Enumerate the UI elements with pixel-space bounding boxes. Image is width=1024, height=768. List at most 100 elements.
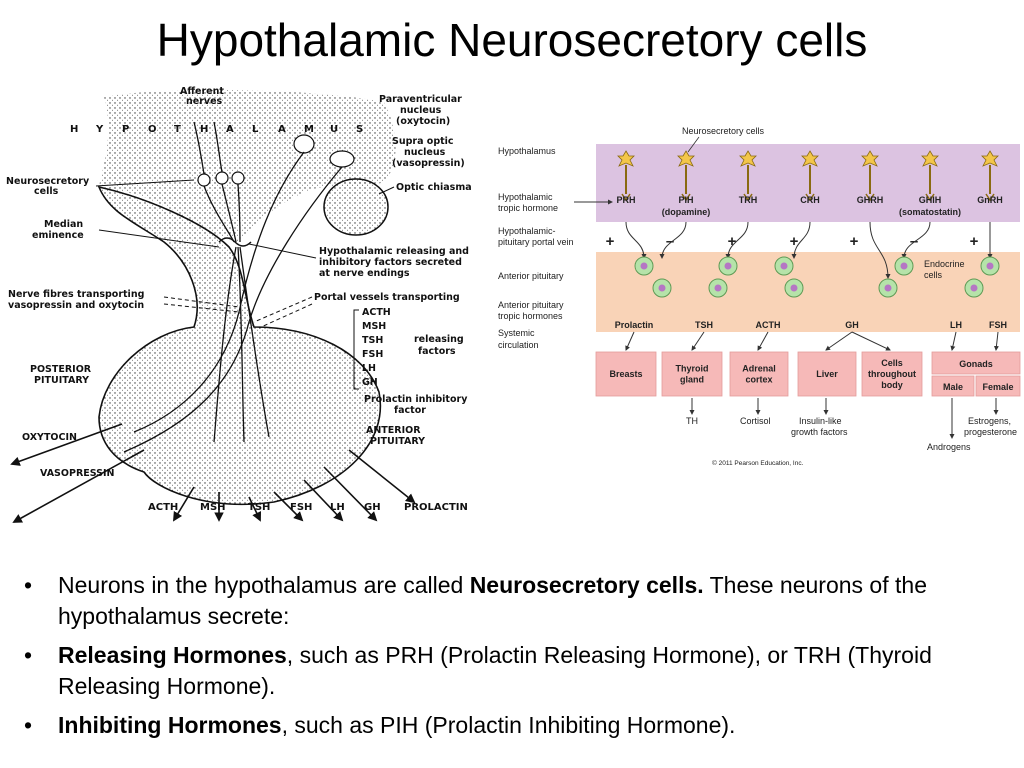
output-tsh: TSH: [248, 502, 270, 513]
svg-text:LH: LH: [362, 363, 376, 374]
product-igf: Insulin-like: [799, 416, 842, 426]
paraventricular-label: Paraventricular: [379, 94, 462, 105]
product-androgens: Androgens: [927, 442, 971, 452]
effect-sign: +: [790, 233, 799, 250]
optic-chiasma-shape: [323, 178, 389, 236]
hypothalamus-letter: Y: [95, 124, 104, 135]
target-thyroid-text: gland: [680, 375, 704, 385]
svg-text:Systemic: Systemic: [498, 328, 535, 338]
hypothalamic-hormone: GHIH: [919, 195, 942, 205]
hypothalamus-letter: A: [226, 124, 234, 135]
target-thyroid: [661, 351, 723, 397]
product-cortisol: Cortisol: [740, 416, 771, 426]
cell-nucleus: [970, 284, 978, 292]
target-liver: [797, 351, 857, 397]
cell-nucleus: [714, 284, 722, 292]
svg-text:pituitary portal vein: pituitary portal vein: [498, 237, 574, 247]
product-estrogens: Estrogens,: [968, 416, 1011, 426]
posterior-pituitary-label: POSTERIOR: [30, 364, 92, 375]
cell-nucleus: [780, 262, 788, 270]
hypothalamic-hormone-sub: (dopamine): [662, 207, 711, 217]
pituitary-hormone: TSH: [695, 320, 713, 330]
pituitary-hormone: FSH: [989, 320, 1007, 330]
hypothalamus-letter: L: [252, 124, 259, 135]
oxytocin-label: OXYTOCIN: [22, 432, 77, 443]
median-eminence-label: Median: [44, 219, 83, 230]
svg-text:PITUITARY: PITUITARY: [370, 436, 425, 447]
target-breasts-text: Breasts: [609, 369, 642, 379]
svg-text:MSH: MSH: [362, 321, 386, 332]
svg-text:releasing: releasing: [414, 334, 464, 345]
svg-text:factors: factors: [418, 346, 456, 357]
portal-arrow: [901, 221, 931, 259]
neurosecretory-label: Neurosecretory: [6, 176, 90, 187]
target-gonads: [931, 351, 1021, 375]
hypothalamus-letter: O: [148, 124, 157, 135]
svg-text:Endocrine: Endocrine: [924, 259, 965, 269]
optic-chiasma-label: Optic chiasma: [396, 182, 472, 193]
target-thyroid-text: Thyroid: [676, 364, 709, 374]
anterior-pituitary-label: ANTERIOR: [366, 425, 421, 436]
pituitary-hormone: Prolactin: [615, 320, 654, 330]
slide-title: Hypothalamic Neurosecretory cells: [156, 14, 868, 66]
target-cells-text: body: [881, 380, 903, 390]
svg-text:Anterior pituitary: Anterior pituitary: [498, 300, 564, 310]
cell-nucleus: [790, 284, 798, 292]
hypothalamic-hormone-sub: (somatostatin): [899, 207, 961, 217]
effect-sign: –: [666, 233, 674, 250]
afferent-label-2: nerves: [186, 96, 223, 107]
svg-text:ACTH: ACTH: [362, 307, 391, 318]
target-breasts: [595, 351, 657, 397]
pituitary-gland-shape: [97, 185, 382, 506]
bullet-list: Neurons in the hypothalamus are called N…: [22, 570, 1012, 749]
hypothalamus-letter: H: [200, 124, 208, 135]
output-msh: MSH: [200, 502, 226, 513]
hypothalamus-letter: U: [330, 124, 338, 135]
svg-text:tropic hormone: tropic hormone: [498, 203, 558, 213]
output-fsh: FSH: [290, 502, 312, 513]
hypothalamic-hormone: PIH: [678, 195, 693, 205]
vasopressin-label: VASOPRESSIN: [40, 468, 115, 479]
afferent-label: Afferent: [180, 86, 224, 97]
target-adrenal: [729, 351, 789, 397]
svg-text:Hypothalamic: Hypothalamic: [498, 192, 553, 202]
svg-text:at nerve endings: at nerve endings: [319, 268, 410, 279]
cell-nucleus: [986, 262, 994, 270]
copyright: © 2011 Pearson Education, Inc.: [712, 459, 804, 467]
cell-nucleus: [658, 284, 666, 292]
bullet-2: Releasing Hormones, such as PRH (Prolact…: [22, 640, 1012, 702]
target-female: [975, 375, 1021, 397]
svg-text:inhibitory factors secreted: inhibitory factors secreted: [319, 257, 462, 268]
hypothalamic-hormone: GnRH: [977, 195, 1003, 205]
cell-nucleus: [640, 262, 648, 270]
svg-text:Hypothalamic-: Hypothalamic-: [498, 226, 556, 236]
product-th: TH: [686, 416, 698, 426]
portal-arrow: [725, 221, 749, 259]
hypothalamic-hormone: GHRH: [857, 195, 884, 205]
hypothalamus-letter: T: [174, 124, 181, 135]
hypothalamus-letter: M: [304, 124, 314, 135]
target-adrenal-text: cortex: [745, 375, 772, 385]
pituitary-hormone: ACTH: [756, 320, 781, 330]
svg-text:PITUITARY: PITUITARY: [34, 375, 89, 386]
portal-arrow: [659, 221, 687, 259]
target-cells-text: throughout: [868, 369, 916, 379]
output-prolactin: PROLACTIN: [404, 502, 468, 513]
svg-text:vasopressin and oxytocin: vasopressin and oxytocin: [8, 300, 144, 311]
svg-text:circulation: circulation: [498, 340, 539, 350]
bullet-3: Inhibiting Hormones, such as PIH (Prolac…: [22, 710, 1012, 741]
target-cells-text: Cells: [881, 358, 903, 368]
svg-text:(vasopressin): (vasopressin): [392, 158, 465, 169]
portal-vessels-label: Portal vessels transporting: [314, 292, 460, 303]
svg-text:growth factors: growth factors: [791, 427, 848, 437]
svg-text:cells: cells: [34, 186, 59, 197]
portal-arrow: [791, 221, 811, 259]
effect-sign: +: [606, 233, 615, 250]
target-arrow: [825, 331, 853, 351]
output-gh: GH: [364, 502, 381, 513]
pituitary-hormone: LH: [950, 320, 962, 330]
svg-text:nucleus: nucleus: [404, 147, 446, 158]
target-male: [931, 375, 975, 397]
cell-nucleus: [884, 284, 892, 292]
effect-sign: –: [910, 233, 918, 250]
